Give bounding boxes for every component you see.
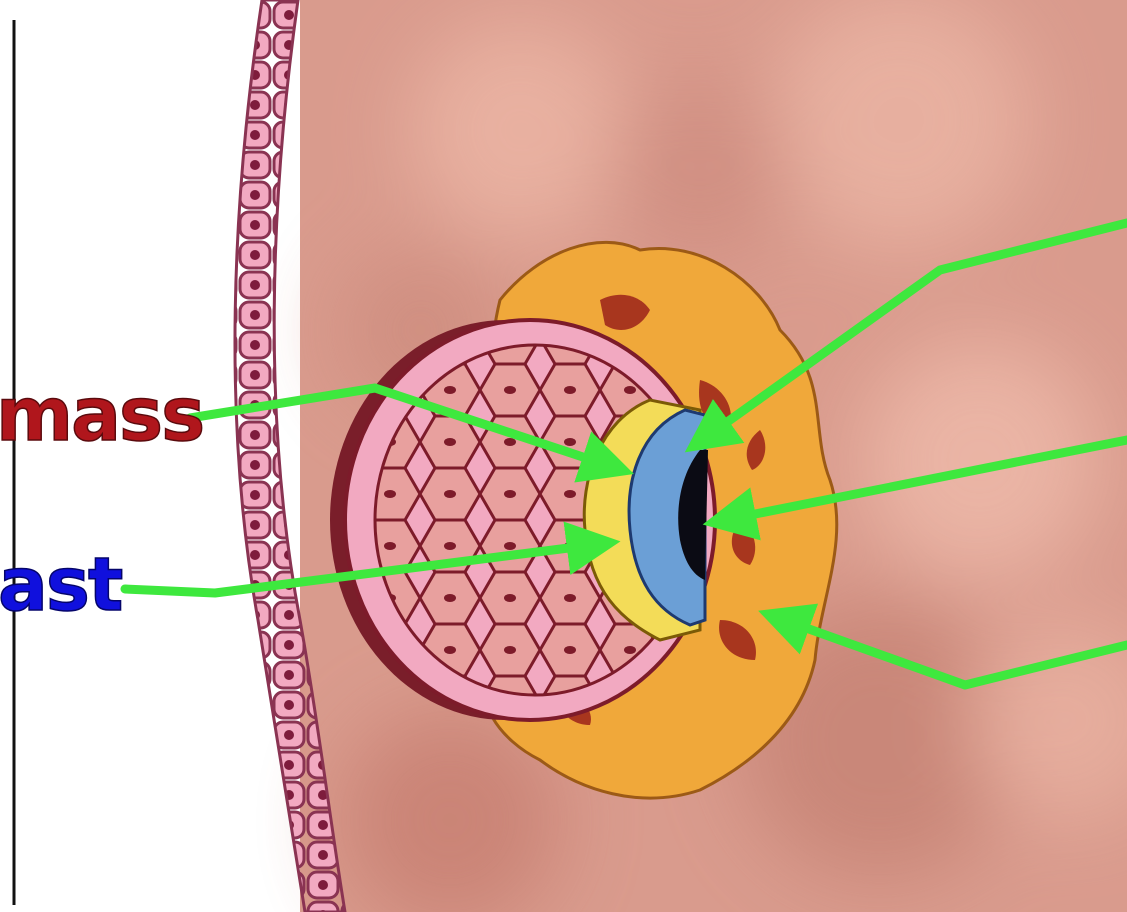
label-blast: ast: [0, 542, 122, 628]
label-inner-cell-mass: mass: [0, 372, 203, 458]
